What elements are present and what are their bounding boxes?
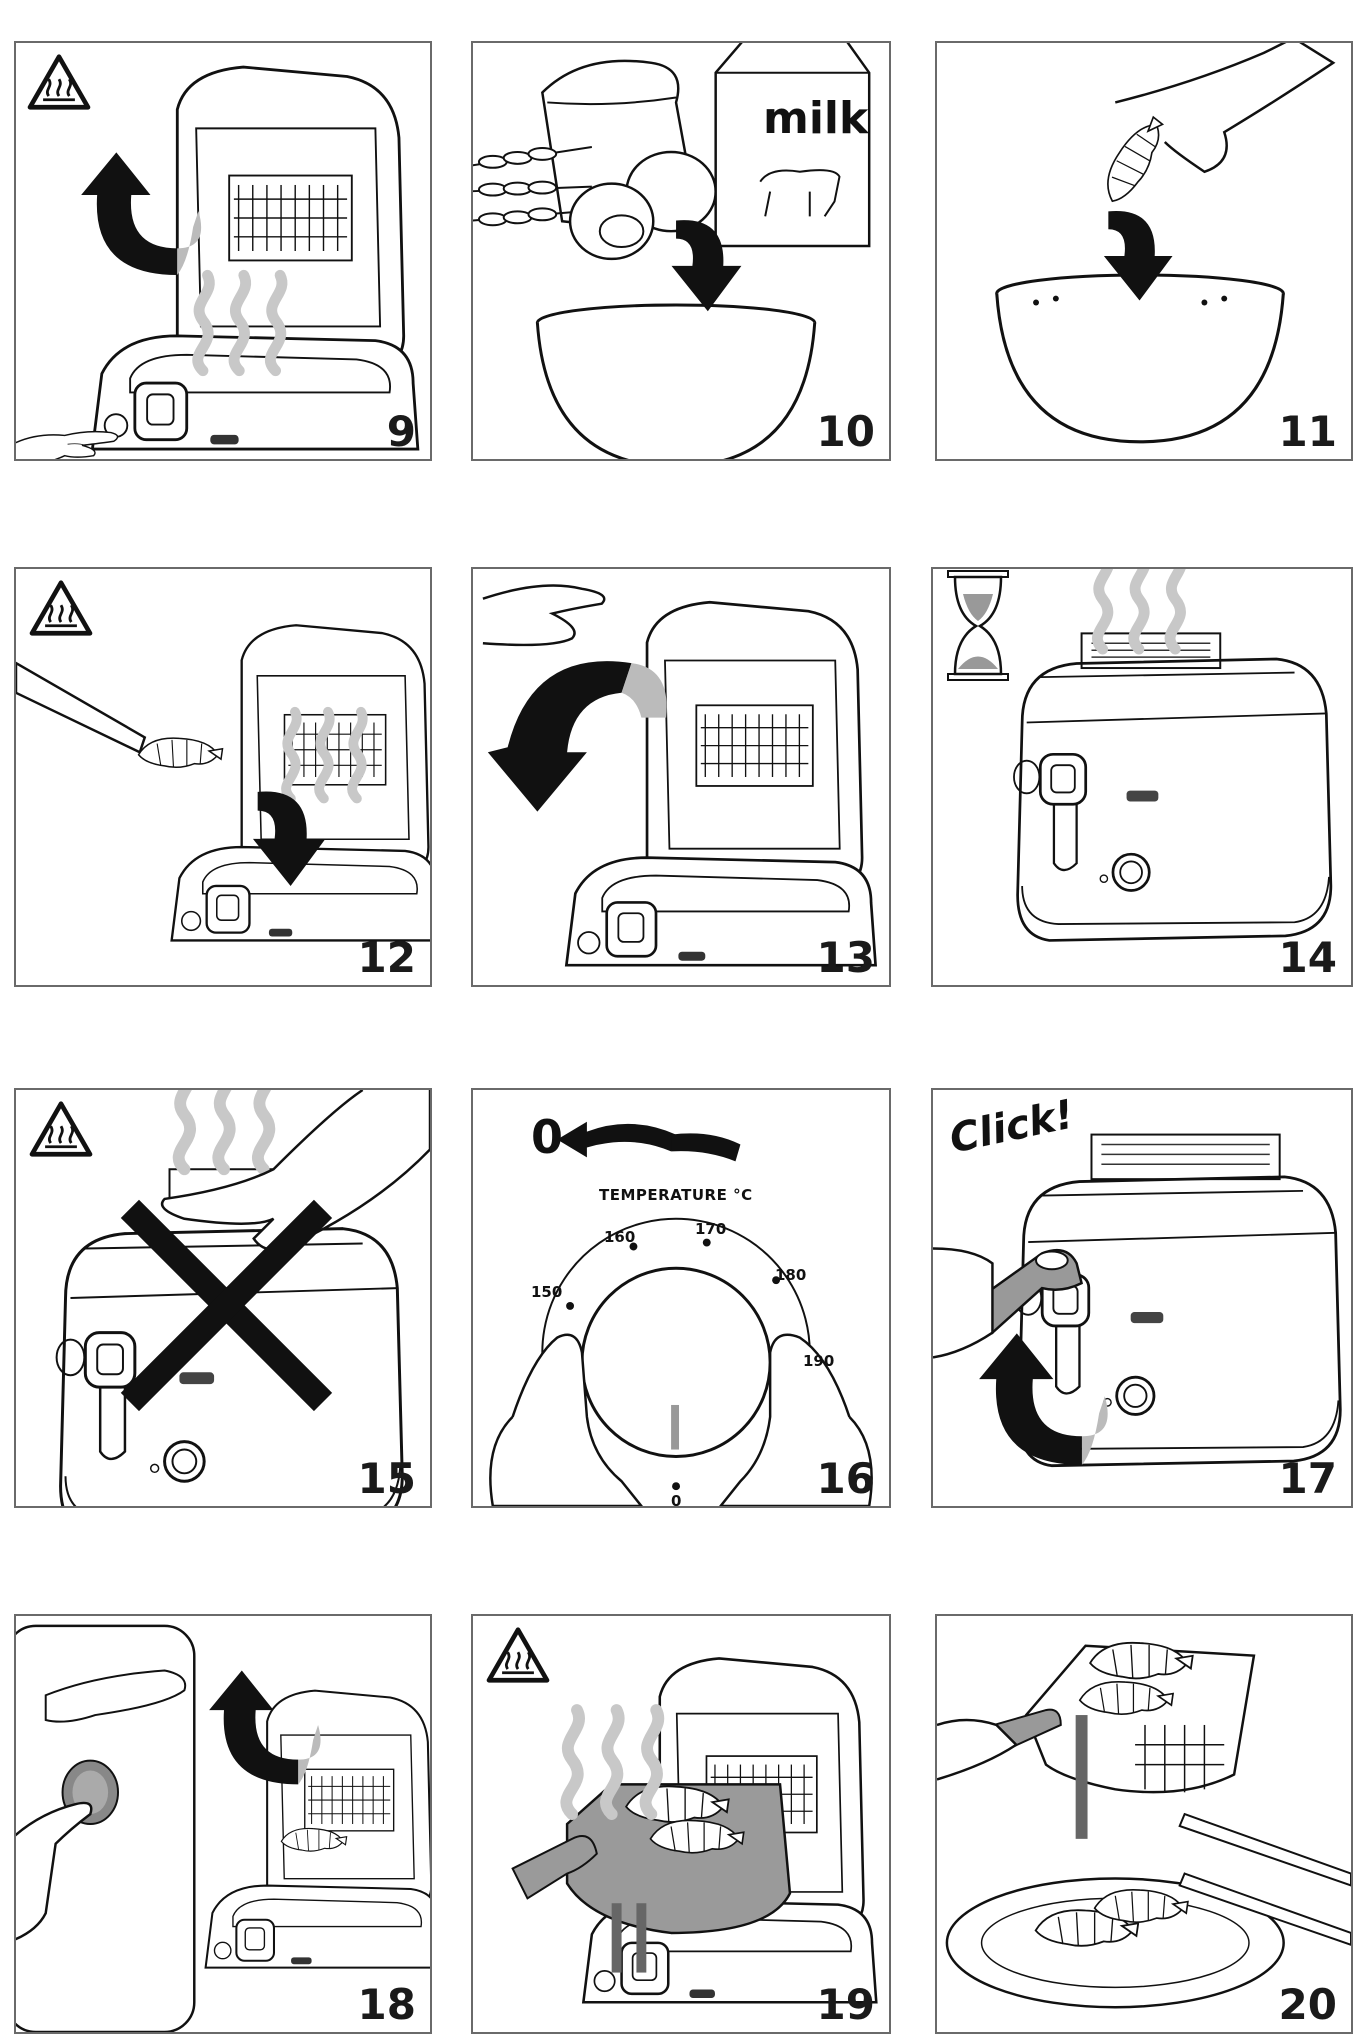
step-number: 20	[1278, 1980, 1337, 2029]
milk-carton-label: milk	[763, 93, 869, 144]
hot-surface-warning-icon	[26, 53, 92, 111]
tick-label-150: 150	[531, 1283, 563, 1301]
step-panel-14: 14	[931, 567, 1353, 987]
tick-label-180: 180	[775, 1266, 807, 1284]
ingredients-illustration	[473, 43, 871, 459]
dipping-shrimp-illustration	[995, 43, 1336, 444]
temperature-dial-illustration	[489, 1121, 873, 1506]
handle-click-illustration	[933, 1133, 1342, 1468]
step-number: 17	[1278, 1454, 1337, 1503]
step-panel-12: 12	[14, 567, 432, 987]
step-number: 14	[1278, 933, 1337, 982]
step-panel-15: 15	[14, 1088, 432, 1508]
step-number: 11	[1278, 407, 1337, 456]
hot-surface-warning-icon	[28, 579, 94, 637]
step-panel-17: Click! 17	[931, 1088, 1353, 1508]
hot-surface-warning-icon	[28, 1100, 94, 1158]
step-number: 15	[357, 1454, 416, 1503]
step-number: 13	[816, 933, 875, 982]
hourglass-icon	[947, 570, 1009, 681]
step-number: 9	[386, 407, 416, 456]
step-number: 12	[357, 933, 416, 982]
serving-illustration	[937, 1641, 1351, 2009]
tick-label-190: 190	[803, 1352, 835, 1370]
step-panel-16: 0 TEMPERATURE °C 150 160 170 180 190 0 1…	[471, 1088, 891, 1508]
step-number: 18	[357, 1980, 416, 2029]
step-panel-13: 13	[471, 567, 891, 987]
step-panel-18: 18	[14, 1614, 432, 2034]
step-panel-9: 9	[14, 41, 432, 461]
step-panel-11: 11	[935, 41, 1353, 461]
do-not-touch-illustration	[55, 1090, 430, 1506]
hot-surface-warning-icon	[485, 1626, 551, 1684]
off-position-label: 0	[531, 1110, 564, 1164]
step-number: 10	[816, 407, 875, 456]
step-panel-20: 20	[935, 1614, 1353, 2034]
tick-label-0: 0	[671, 1492, 682, 1508]
fryer-basket-illustration	[16, 623, 430, 942]
lid-release-illustration	[16, 1624, 430, 2032]
step-number: 19	[816, 1980, 875, 2029]
fryer-cooking-illustration	[1012, 569, 1333, 942]
tick-label-170: 170	[695, 1220, 727, 1238]
basket-lift-illustration	[511, 1656, 878, 2004]
tick-label-160: 160	[604, 1228, 636, 1246]
step-panel-19: 19	[471, 1614, 891, 2034]
closing-lid-illustration	[482, 584, 878, 967]
step-panel-10: milk 10	[471, 41, 891, 461]
dial-title: TEMPERATURE °C	[599, 1186, 753, 1204]
step-number: 16	[816, 1454, 875, 1503]
